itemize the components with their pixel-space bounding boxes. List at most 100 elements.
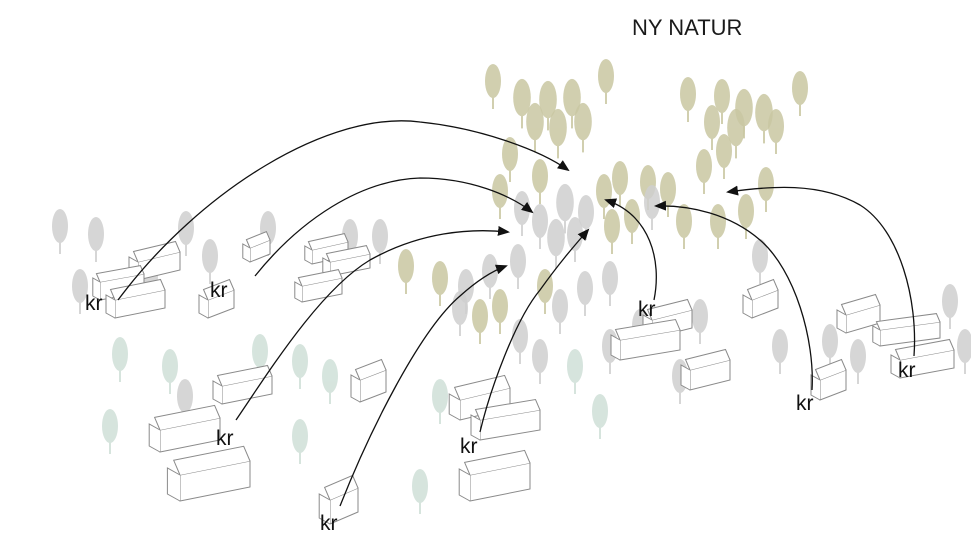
- flow-arrow: [726, 185, 916, 357]
- tree-icon: [772, 329, 788, 374]
- tree-icon: [549, 108, 567, 159]
- tree-icon: [178, 211, 194, 256]
- tree-icon: [472, 299, 488, 344]
- flow-arrow: [117, 120, 570, 301]
- house-icon: [810, 358, 847, 401]
- tree-icon: [563, 78, 581, 129]
- tree-icon: [526, 102, 544, 153]
- tree-icon: [942, 284, 958, 329]
- tree-icon: [598, 59, 614, 104]
- diagram-title: NY NATUR: [632, 15, 743, 40]
- tree-icon: [768, 109, 784, 154]
- tree-icon: [162, 349, 178, 394]
- tree-icon: [292, 344, 308, 389]
- tree-icon: [624, 199, 640, 244]
- tree-icon: [482, 254, 498, 299]
- tree-icon: [714, 79, 730, 124]
- kr-label: kr: [216, 427, 234, 450]
- house-icon: [242, 230, 271, 263]
- kr-label: kr: [320, 512, 338, 535]
- tree-icon: [644, 185, 660, 230]
- tree-icon: [567, 349, 583, 394]
- house-icon: [350, 358, 387, 403]
- tree-icon: [738, 194, 754, 239]
- tree-icon: [612, 161, 628, 206]
- tree-icon: [604, 209, 620, 254]
- tree-icon: [432, 379, 448, 424]
- house-icon: [872, 313, 941, 347]
- kr-label: kr: [210, 279, 228, 302]
- tree-icon: [532, 204, 548, 249]
- tree-icon: [577, 271, 593, 316]
- tree-icon: [552, 289, 568, 334]
- tree-icon: [696, 149, 712, 194]
- tree-icon: [492, 289, 508, 334]
- tree-icon: [676, 204, 692, 249]
- tree-icon: [292, 419, 308, 464]
- tree-icon: [372, 219, 388, 264]
- arrow-layer: [117, 120, 916, 507]
- kr-label: kr: [85, 292, 103, 315]
- tree-icon: [510, 244, 526, 289]
- tree-icon: [322, 359, 338, 404]
- tree-icon: [112, 337, 128, 382]
- tree-icon: [547, 218, 565, 269]
- kr-label: kr: [796, 392, 814, 415]
- house-icon: [166, 445, 251, 502]
- tree-icon: [412, 469, 428, 514]
- tree-icon: [102, 409, 118, 454]
- house-icon: [294, 269, 343, 303]
- tree-icon: [532, 339, 548, 384]
- flow-arrow: [254, 177, 534, 277]
- tree-icon: [567, 217, 583, 262]
- tree-icon: [398, 249, 414, 294]
- tree-icon: [72, 269, 88, 314]
- tree-icon: [485, 64, 501, 109]
- house-layer: [92, 230, 955, 525]
- tree-icon: [704, 105, 720, 150]
- tree-icon: [52, 209, 68, 254]
- tree-icon: [513, 78, 531, 129]
- kr-label: kr: [460, 435, 478, 458]
- house-icon: [836, 293, 881, 334]
- kr-label: kr: [638, 298, 656, 321]
- tree-icon: [957, 329, 971, 374]
- house-icon: [198, 278, 235, 319]
- tree-icon: [758, 167, 774, 212]
- tree-icon: [752, 239, 768, 284]
- flow-arrow: [604, 198, 657, 301]
- house-icon: [448, 374, 511, 421]
- flow-arrow: [654, 200, 813, 391]
- kr-label: kr: [898, 359, 916, 382]
- house-icon: [742, 278, 779, 319]
- flow-arrow: [339, 264, 508, 507]
- house-icon: [470, 398, 541, 441]
- tree-icon: [556, 183, 574, 234]
- tree-icon: [602, 261, 618, 306]
- flow-arrow: [235, 225, 510, 421]
- house-icon: [148, 404, 221, 453]
- house-icon: [105, 278, 166, 319]
- house-icon: [212, 364, 273, 405]
- tree-icon: [432, 261, 448, 306]
- tree-icon: [727, 108, 745, 159]
- tree-icon: [514, 191, 530, 236]
- tree-icon: [202, 239, 218, 284]
- tree-icon: [850, 339, 866, 384]
- house-icon: [890, 338, 955, 379]
- tree-icon: [492, 174, 508, 219]
- tree-icon: [716, 134, 732, 179]
- tree-icon: [710, 204, 726, 249]
- house-icon: [610, 318, 681, 361]
- tree-icon: [792, 71, 808, 116]
- tree-icon: [592, 394, 608, 439]
- tree-icon: [88, 217, 104, 262]
- tree-icon: [680, 77, 696, 122]
- tree-icon: [692, 299, 708, 344]
- tree-icon: [574, 102, 592, 153]
- flow-arrow: [479, 228, 590, 433]
- house-icon: [680, 348, 731, 391]
- tree-icon: [660, 172, 676, 217]
